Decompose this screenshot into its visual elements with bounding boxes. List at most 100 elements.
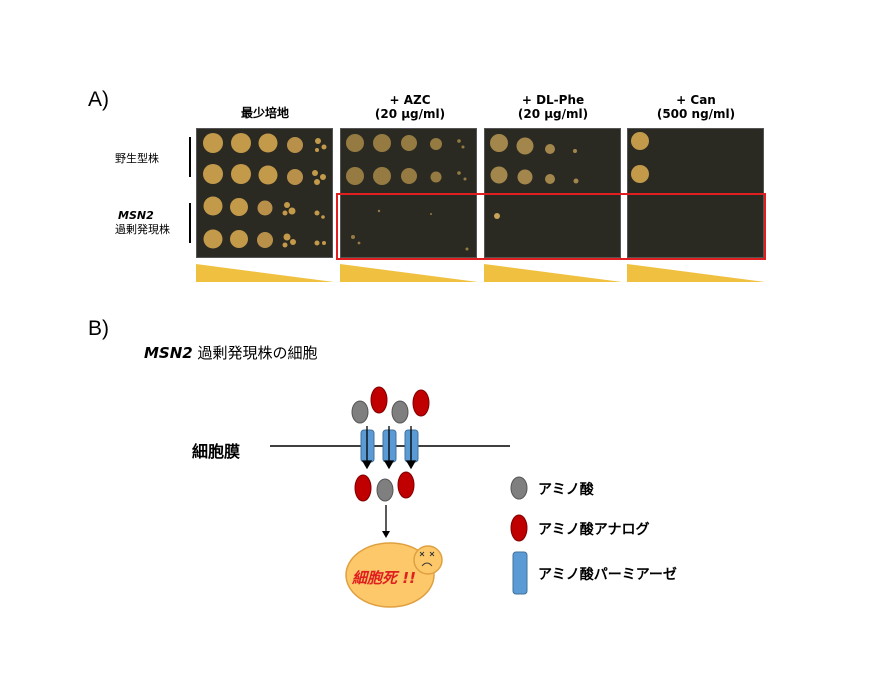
legend-label-amino-acid: アミノ酸 [538,482,594,498]
colony-spot [282,210,288,216]
colony-spot [490,166,508,184]
panel-b-title: MSN2 過剰発現株の細胞 [144,342,318,363]
colony-spot [287,169,303,185]
colony-spot [377,209,381,213]
column-header-azc: + AZC (20 μg/ml) [340,93,480,121]
column-header-line2: (500 ng/ml) [656,107,736,121]
colony-spots [490,134,579,219]
amino-acid-icon [376,478,394,502]
colony-spot [203,196,223,216]
colony-spot [203,229,223,249]
colony-spots [203,133,327,249]
colony-spot [287,137,303,153]
colony-spot [290,239,296,245]
bud-sad-face-icon [413,545,443,575]
column-header-dl-phe: + DL-Phe (20 μg/ml) [483,93,623,121]
highlight-box-msn2-rows [336,193,766,260]
arrow-head [383,460,395,470]
arrow-head [361,460,373,470]
colony-spot [314,240,320,246]
colony-spot [516,137,534,155]
colony-spot [288,207,296,215]
colony-spot [545,174,555,184]
amino-acid-analog-icon [412,389,430,417]
colony-spot [258,165,278,185]
dilution-wedge [484,264,622,282]
column-header-line1: + AZC [389,93,431,107]
colony-spot [230,230,248,248]
dilution-wedge [196,264,334,282]
dilution-wedge [340,264,478,282]
colony-spot [457,139,461,143]
colony-spot [490,134,508,152]
colony-spot [430,171,442,183]
colony-spots [631,132,649,183]
dilution-wedge [627,264,765,282]
row-bracket-wild-type [189,137,191,177]
colony-spot [282,242,288,248]
panel-b-label: B) [88,317,109,340]
legend-label-amino-acid-analog: アミノ酸アナログ [538,522,650,538]
amino-acid-icon [391,400,409,424]
colony-spot [230,198,248,216]
colony-spot [321,144,327,150]
amino-acid-icon [351,400,369,424]
colony-spot [312,170,318,176]
colony-spot [284,202,290,208]
colony-spot [631,165,649,183]
colony-spot [401,168,417,184]
colony-spot [203,133,223,153]
legend-amino-acid-analog-icon [510,514,528,542]
colony-spot [257,232,273,248]
column-header-line1: + DL-Phe [521,93,585,107]
colony-spot [203,164,223,184]
colony-spots [346,134,469,251]
colony-spot [257,200,273,216]
colony-spot [351,235,355,239]
colony-spot [545,144,555,154]
colony-spot [573,178,579,184]
colony-spot [430,138,442,150]
panel-a-label: A) [88,88,109,111]
legend-permease-icon [512,551,528,595]
amino-acid-analog-icon [370,386,388,414]
colony-spot [315,138,321,144]
row-label-wild-type: 野生型株 [115,152,159,165]
colony-spot [346,167,364,185]
cell-icon [345,542,435,608]
panel-b-title-text: 過剰発現株の細胞 [192,344,318,362]
plate-minimal-medium [196,128,333,258]
row-label-msn2-gene: MSN2 [118,209,154,222]
colony-spot [346,134,364,152]
colony-spot [373,134,391,152]
colony-spot [315,148,319,152]
colony-spot [321,215,325,219]
amino-acid-analog-icon [397,471,415,499]
column-header-can: + Can (500 ng/ml) [626,93,766,121]
column-header-line1: + Can [676,93,716,107]
column-header-line2: (20 μg/ml) [517,107,589,121]
membrane-label: 細胞膜 [192,442,241,461]
column-header-line1: 最少培地 [240,106,289,120]
colony-spot [283,233,291,241]
colony-spot [457,171,461,175]
column-header-line2: (20 μg/ml) [374,107,446,121]
colony-spot [430,213,432,215]
colony-spot [401,135,417,151]
colony-spot [320,174,326,180]
row-bracket-overexpression [189,203,191,243]
colony-spot [322,241,326,245]
colony-spot [314,210,320,216]
colony-spot [494,213,500,219]
amino-acid-analog-icon [354,474,372,502]
colony-spot [314,179,320,185]
colony-spot [573,149,577,153]
column-header-minimal-medium: 最少培地 [195,106,335,120]
colony-spot [357,241,361,245]
panel-b-title-gene: MSN2 [144,344,193,362]
colony-spot [373,167,391,185]
colony-spot [461,145,465,149]
legend-label-permease: アミノ酸パーミアーゼ [538,567,677,583]
